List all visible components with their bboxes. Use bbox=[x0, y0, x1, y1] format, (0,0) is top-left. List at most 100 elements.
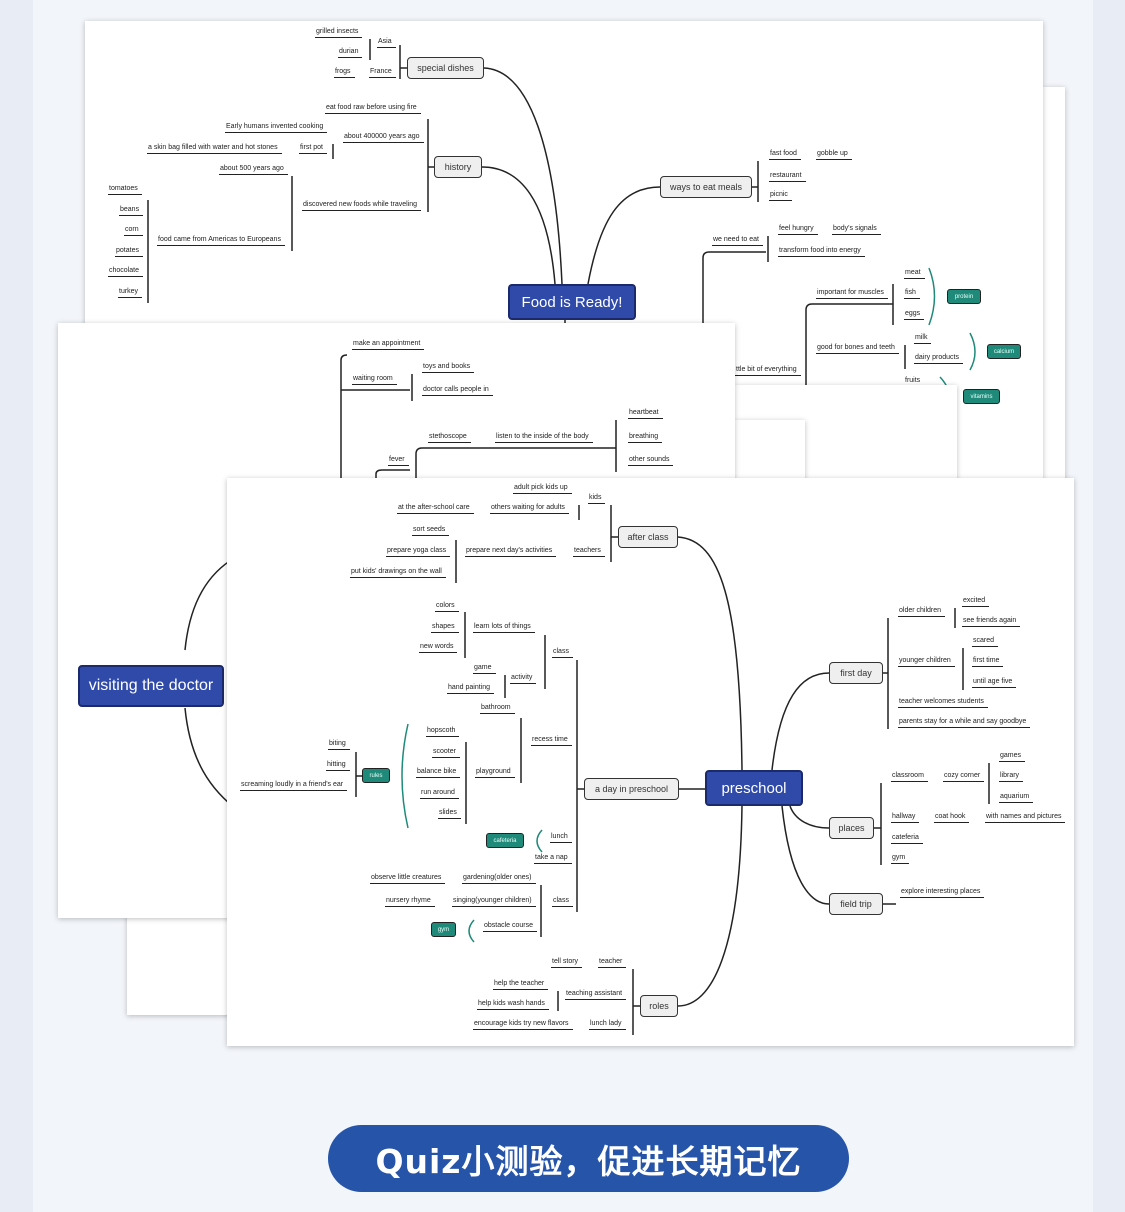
node-corn[interactable]: corn bbox=[124, 225, 143, 236]
node-body-s-signals[interactable]: body's signals bbox=[832, 224, 881, 235]
branch-roles[interactable]: roles bbox=[640, 995, 678, 1017]
node-breathing[interactable]: breathing bbox=[628, 432, 663, 443]
node-feel-hungry[interactable]: feel hungry bbox=[778, 224, 818, 235]
node-food-came-from-americas-to-europeans[interactable]: food came from Americas to Europeans bbox=[157, 235, 285, 246]
node-stethoscope[interactable]: stethoscope bbox=[428, 432, 471, 443]
node-lunch[interactable]: lunch bbox=[550, 832, 572, 843]
node-a-skin-bag-filled-with-water-and-hot-stones[interactable]: a skin bag filled with water and hot sto… bbox=[147, 143, 282, 154]
node-scared[interactable]: scared bbox=[972, 636, 999, 647]
node-other-sounds[interactable]: other sounds bbox=[628, 455, 674, 466]
node-slides[interactable]: slides bbox=[438, 808, 461, 819]
node-balance-bike[interactable]: balance bike bbox=[416, 767, 461, 778]
node-new-words[interactable]: new words bbox=[419, 642, 458, 653]
node-doctor-calls-people-in[interactable]: doctor calls people in bbox=[422, 385, 493, 396]
node-explore-interesting-places[interactable]: explore interesting places bbox=[900, 887, 985, 898]
node-cateferia[interactable]: cateferia bbox=[891, 833, 923, 844]
node-durian[interactable]: durian bbox=[338, 47, 363, 58]
node-bathroom[interactable]: bathroom bbox=[480, 703, 515, 714]
node-beans[interactable]: beans bbox=[119, 205, 144, 216]
node-aquarium[interactable]: aquarium bbox=[999, 792, 1034, 803]
tag-protein[interactable]: protein bbox=[947, 289, 981, 304]
node-prepare-yoga-class[interactable]: prepare yoga class bbox=[386, 546, 451, 557]
node-potates[interactable]: potates bbox=[115, 246, 143, 257]
node-singing-younger-children[interactable]: singing(younger children) bbox=[452, 896, 536, 907]
node-others-waiting-for-adults[interactable]: others waiting for adults bbox=[490, 503, 569, 514]
node-turkey[interactable]: turkey bbox=[118, 287, 143, 298]
node-with-names-and-pictures[interactable]: with names and pictures bbox=[985, 812, 1066, 823]
node-toys-and-books[interactable]: toys and books bbox=[422, 362, 475, 373]
tag-vitamins[interactable]: vitamins bbox=[963, 389, 1000, 404]
node-run-around[interactable]: run around bbox=[420, 788, 459, 799]
node-older-children[interactable]: older children bbox=[898, 606, 946, 617]
node-colors[interactable]: colors bbox=[435, 601, 459, 612]
node-tomatoes[interactable]: tomatoes bbox=[108, 184, 142, 195]
central-topic[interactable]: preschool bbox=[705, 770, 803, 806]
branch-first-day[interactable]: first day bbox=[829, 662, 883, 684]
node-make-an-appointment[interactable]: make an appointment bbox=[352, 339, 425, 350]
node-fast-food[interactable]: fast food bbox=[769, 149, 801, 160]
node-teacher-welcomes-students[interactable]: teacher welcomes students bbox=[898, 697, 988, 708]
tag-cafeteria[interactable]: cafeteria bbox=[486, 833, 524, 848]
node-help-kids-wash-hands[interactable]: help kids wash hands bbox=[477, 999, 549, 1010]
node-fever[interactable]: fever bbox=[388, 455, 409, 466]
node-frogs[interactable]: frogs bbox=[334, 67, 355, 78]
node-important-for-muscles[interactable]: important for muscles bbox=[816, 288, 888, 299]
node-first-time[interactable]: first time bbox=[972, 656, 1004, 667]
node-encourage-kids-try-new-flavors[interactable]: encourage kids try new flavors bbox=[473, 1019, 573, 1030]
branch-places[interactable]: places bbox=[829, 817, 874, 839]
node-gobble-up[interactable]: gobble up bbox=[816, 149, 852, 160]
node-good-for-bones-and-teeth[interactable]: good for bones and teeth bbox=[816, 343, 899, 354]
node-eggs[interactable]: eggs bbox=[904, 309, 925, 320]
node-nursery-rhyme[interactable]: nursery rhyme bbox=[385, 896, 435, 907]
node-restaurant[interactable]: restaurant bbox=[769, 171, 806, 182]
node-first-pot[interactable]: first pot bbox=[299, 143, 327, 154]
node-milk[interactable]: milk bbox=[914, 333, 932, 344]
node-ttle-bit-of-everything[interactable]: ttle bit of everything bbox=[735, 365, 801, 376]
node-teaching-assistant[interactable]: teaching assistant bbox=[565, 989, 627, 1000]
node-kids[interactable]: kids bbox=[588, 493, 606, 504]
central-topic[interactable]: visiting the doctor bbox=[78, 665, 224, 707]
node-teacher[interactable]: teacher bbox=[598, 957, 627, 968]
node-hand-painting[interactable]: hand painting bbox=[447, 683, 495, 694]
node-playground[interactable]: playground bbox=[475, 767, 515, 778]
node-class[interactable]: class bbox=[552, 896, 573, 907]
node-gym[interactable]: gym bbox=[891, 853, 910, 864]
node-library[interactable]: library bbox=[999, 771, 1024, 782]
branch-special-dishes[interactable]: special dishes bbox=[407, 57, 484, 79]
node-at-the-after-school-care[interactable]: at the after-school care bbox=[397, 503, 474, 514]
node-help-the-teacher[interactable]: help the teacher bbox=[493, 979, 549, 990]
node-picnic[interactable]: picnic bbox=[769, 190, 792, 201]
node-we-need-to-eat[interactable]: we need to eat bbox=[712, 235, 763, 246]
node-take-a-nap[interactable]: take a nap bbox=[534, 853, 572, 864]
tag-calcium[interactable]: calcium bbox=[987, 344, 1021, 359]
node-game[interactable]: game bbox=[473, 663, 496, 674]
node-class[interactable]: class bbox=[552, 647, 573, 658]
node-shapes[interactable]: shapes bbox=[431, 622, 459, 633]
node-chocolate[interactable]: chocolate bbox=[108, 266, 143, 277]
branch-after-class[interactable]: after class bbox=[618, 526, 678, 548]
node-waiting-room[interactable]: waiting room bbox=[352, 374, 397, 385]
node-listen-to-the-inside-of-the-body[interactable]: listen to the inside of the body bbox=[495, 432, 593, 443]
node-screaming-loudly-in-a-friend-s-ear[interactable]: screaming loudly in a friend's ear bbox=[240, 780, 348, 791]
node-about-400000-years-ago[interactable]: about 400000 years ago bbox=[343, 132, 424, 143]
node-tell-story[interactable]: tell story bbox=[551, 957, 583, 968]
node-eat-food-raw-before-using-fire[interactable]: eat food raw before using fire bbox=[325, 103, 421, 114]
node-younger-children[interactable]: younger children bbox=[898, 656, 955, 667]
node-scooter[interactable]: scooter bbox=[432, 747, 460, 758]
node-france[interactable]: France bbox=[369, 67, 396, 78]
tag-gym[interactable]: gym bbox=[431, 922, 456, 937]
node-observe-little-creatures[interactable]: observe little creatures bbox=[370, 873, 446, 884]
node-about-500-years-ago[interactable]: about 500 years ago bbox=[219, 164, 288, 175]
branch-history[interactable]: history bbox=[434, 156, 482, 178]
node-teachers[interactable]: teachers bbox=[573, 546, 605, 557]
node-asia[interactable]: Asia bbox=[377, 37, 396, 48]
node-classroom[interactable]: classroom bbox=[891, 771, 928, 782]
node-discovered-new-foods-while-traveling[interactable]: discovered new foods while traveling bbox=[302, 200, 422, 211]
node-biting[interactable]: biting bbox=[328, 739, 350, 750]
node-transform-food-into-energy[interactable]: transform food into energy bbox=[778, 246, 865, 257]
node-gardening-older-ones[interactable]: gardening(older ones) bbox=[462, 873, 536, 884]
tag-rules[interactable]: rules bbox=[362, 768, 390, 783]
node-excited[interactable]: excited bbox=[962, 596, 990, 607]
node-recess-time[interactable]: recess time bbox=[531, 735, 572, 746]
node-meat[interactable]: meat bbox=[904, 268, 925, 279]
